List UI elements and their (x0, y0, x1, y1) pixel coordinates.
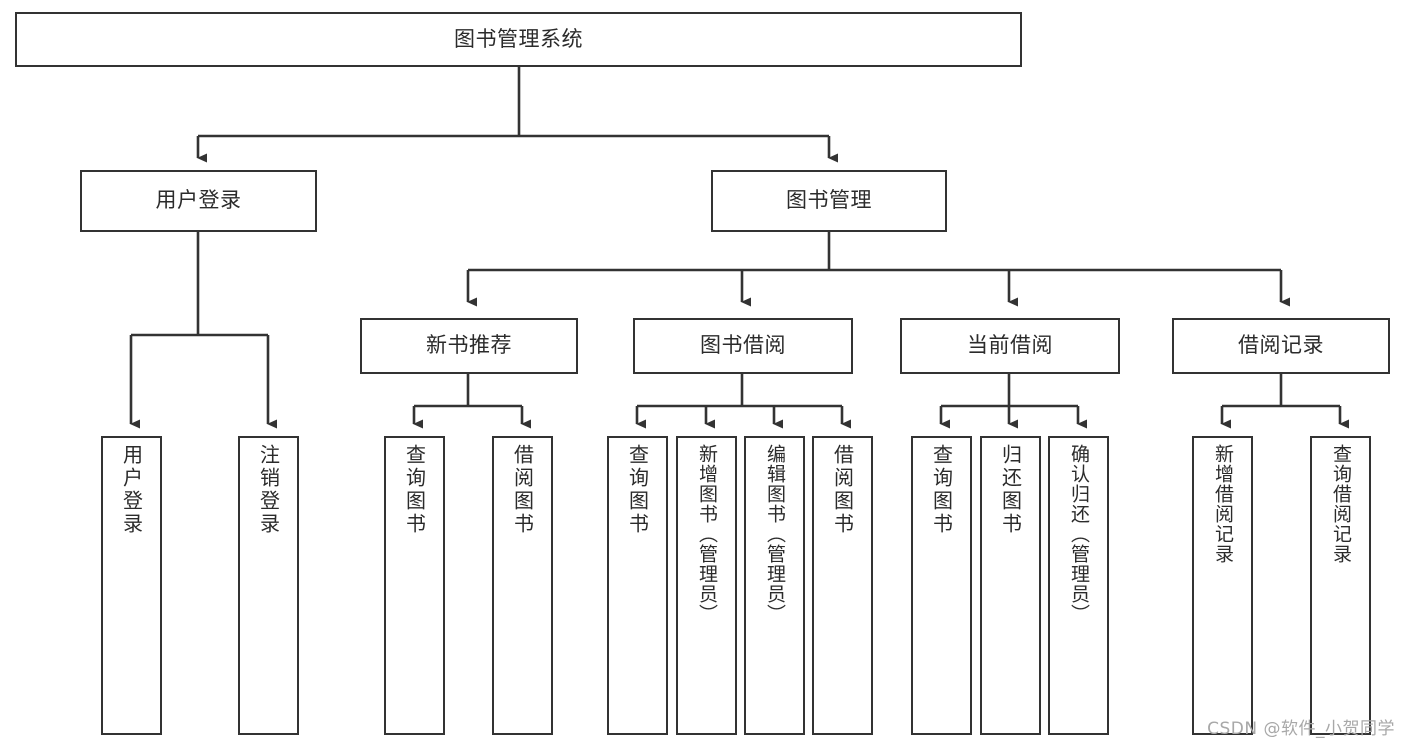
node-leaf-query-record-label: 查询借阅记录 (1330, 444, 1352, 564)
node-leaf-edit-book[interactable]: 编辑图书（管理员） (744, 436, 805, 735)
node-leaf-query-record[interactable]: 查询借阅记录 (1310, 436, 1371, 735)
node-borrow-record[interactable]: 借阅记录 (1172, 318, 1390, 374)
node-leaf-add-record-label: 新增借阅记录 (1212, 444, 1234, 564)
node-leaf-confirm-return[interactable]: 确认归还（管理员） (1048, 436, 1109, 735)
node-current-borrow-label: 当前借阅 (967, 333, 1053, 358)
node-leaf-query-book-1[interactable]: 查询图书 (384, 436, 445, 735)
node-user-login-label: 用户登录 (155, 188, 242, 213)
node-book-manage-label: 图书管理 (786, 188, 872, 213)
node-leaf-logout[interactable]: 注销登录 (238, 436, 299, 735)
node-leaf-edit-book-label: 编辑图书（管理员） (764, 444, 786, 624)
node-book-manage[interactable]: 图书管理 (711, 170, 947, 232)
node-leaf-user-login[interactable]: 用户登录 (101, 436, 162, 735)
node-leaf-query-book-2-label: 查询图书 (625, 444, 650, 536)
node-root[interactable]: 图书管理系统 (15, 12, 1022, 67)
node-leaf-logout-label: 注销登录 (256, 444, 281, 536)
node-leaf-query-book-3-label: 查询图书 (929, 444, 954, 536)
node-current-borrow[interactable]: 当前借阅 (900, 318, 1120, 374)
node-user-login[interactable]: 用户登录 (80, 170, 317, 232)
node-book-borrow-label: 图书借阅 (700, 333, 786, 358)
node-leaf-borrow-book-2-label: 借阅图书 (830, 444, 855, 536)
node-leaf-add-record[interactable]: 新增借阅记录 (1192, 436, 1253, 735)
node-leaf-return-book[interactable]: 归还图书 (980, 436, 1041, 735)
node-leaf-return-book-label: 归还图书 (998, 444, 1023, 536)
node-root-label: 图书管理系统 (454, 26, 583, 51)
node-leaf-query-book-1-label: 查询图书 (402, 444, 427, 536)
node-book-borrow[interactable]: 图书借阅 (633, 318, 853, 374)
node-new-book-rec-label: 新书推荐 (426, 333, 512, 358)
node-leaf-borrow-book-1[interactable]: 借阅图书 (492, 436, 553, 735)
node-leaf-add-book[interactable]: 新增图书（管理员） (676, 436, 737, 735)
node-leaf-query-book-3[interactable]: 查询图书 (911, 436, 972, 735)
node-new-book-rec[interactable]: 新书推荐 (360, 318, 578, 374)
node-leaf-borrow-book-1-label: 借阅图书 (510, 444, 535, 536)
node-borrow-record-label: 借阅记录 (1238, 333, 1324, 358)
node-leaf-add-book-label: 新增图书（管理员） (696, 444, 718, 624)
node-leaf-borrow-book-2[interactable]: 借阅图书 (812, 436, 873, 735)
csdn-watermark: CSDN @软件_小贺同学 (1207, 719, 1395, 739)
node-leaf-user-login-label: 用户登录 (119, 444, 144, 536)
node-leaf-query-book-2[interactable]: 查询图书 (607, 436, 668, 735)
node-leaf-confirm-return-label: 确认归还（管理员） (1068, 444, 1090, 624)
